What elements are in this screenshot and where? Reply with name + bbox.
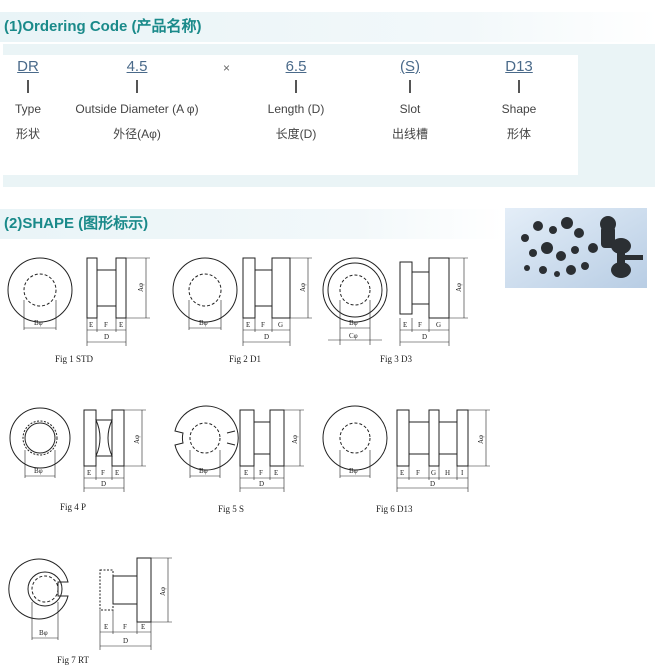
shape-heading: (2)SHAPE (图形标示) <box>0 209 504 239</box>
dim-label: Aφ <box>477 435 485 444</box>
dim-label: D <box>104 333 109 341</box>
code-connector <box>27 80 29 93</box>
code-connector <box>409 80 411 93</box>
ordering-code-heading: (1)Ordering Code (产品名称) <box>0 12 655 42</box>
dim-label: Aφ <box>159 587 167 596</box>
dim-label: F <box>261 321 265 329</box>
dim-label: Aφ <box>455 283 463 292</box>
code-column-length: 6.5 Length (D) 长度(D) <box>216 55 376 142</box>
figure-6-d13 <box>322 405 490 492</box>
dim-label: Cφ <box>349 332 358 340</box>
dim-label: G <box>436 321 441 329</box>
dim-label: D <box>430 480 435 488</box>
figure-caption: Fig 1 STD <box>55 354 94 364</box>
dim-label: E <box>115 469 119 477</box>
dim-label: Bφ <box>199 319 208 327</box>
dim-label: Bφ <box>34 319 43 327</box>
dim-label: Bφ <box>349 467 358 475</box>
figure-caption: Fig 3 D3 <box>380 354 413 364</box>
figure-caption: Fig 7 RT <box>57 655 89 665</box>
dim-label: D <box>259 480 264 488</box>
dim-label: D <box>101 480 106 488</box>
figure-5-s <box>174 405 304 492</box>
code-value: D13 <box>505 58 533 75</box>
dim-label: F <box>101 469 105 477</box>
code-column-slot: (S) Slot 出线槽 <box>330 55 490 142</box>
dim-label: E <box>403 321 407 329</box>
dim-label: Bφ <box>199 467 208 475</box>
dim-label: D <box>422 333 427 341</box>
dim-label: E <box>244 469 248 477</box>
dim-label: E <box>87 469 91 477</box>
code-label-en: Shape <box>501 102 537 116</box>
dim-label: I <box>461 469 464 477</box>
dim-label: E <box>246 321 250 329</box>
code-column-type: DR Type 形状 <box>0 55 108 142</box>
code-value: (S) <box>400 58 420 75</box>
code-connector <box>518 80 520 93</box>
dim-label: G <box>278 321 283 329</box>
figure-2-d1 <box>172 257 312 346</box>
dim-label: E <box>274 469 278 477</box>
dim-label: Aφ <box>291 435 299 444</box>
dim-label: D <box>123 637 128 645</box>
dim-label: F <box>259 469 263 477</box>
dim-label: F <box>418 321 422 329</box>
dim-label: E <box>89 321 93 329</box>
dim-label: Bφ <box>39 629 48 637</box>
code-column-diameter: 4.5 Outside Diameter (A φ) 外径(Aφ) <box>57 55 217 142</box>
dim-label: D <box>264 333 269 341</box>
dim-label: F <box>416 469 420 477</box>
ferrite-cores-photo <box>505 208 647 288</box>
code-label-en: Outside Diameter (A φ) <box>75 102 199 116</box>
code-label-cn: 出线槽 <box>391 127 428 141</box>
code-label-en: Length (D) <box>267 102 325 116</box>
code-value: DR <box>17 58 39 75</box>
code-label-cn: 长度(D) <box>275 127 317 141</box>
figure-caption: Fig 4 P <box>60 502 86 512</box>
dim-label: Aφ <box>133 435 141 444</box>
ordering-code-box: DR Type 形状 4.5 Outside Diameter (A φ) 外径… <box>3 55 578 175</box>
dim-label: E <box>400 469 404 477</box>
times-separator: × <box>223 61 231 75</box>
dim-label: F <box>104 321 108 329</box>
figure-4-p <box>9 407 146 492</box>
figure-caption: Fig 6 D13 <box>376 504 413 514</box>
dim-label: H <box>445 469 450 477</box>
code-label-cn: 外径(Aφ) <box>113 127 161 141</box>
code-connector <box>136 80 138 93</box>
figure-7-rt <box>8 557 172 650</box>
code-label-en: Slot <box>399 102 421 116</box>
figure-caption: Fig 2 D1 <box>229 354 261 364</box>
figure-1-std <box>7 257 150 346</box>
code-label-cn: 形体 <box>506 127 531 141</box>
code-column-shape: D13 Shape 形体 <box>439 55 599 142</box>
dim-label: Aφ <box>299 283 307 292</box>
dim-label: E <box>119 321 123 329</box>
dim-label: Aφ <box>137 283 145 292</box>
figure-caption: Fig 5 S <box>218 504 244 514</box>
dim-label: E <box>104 623 108 631</box>
dim-label: E <box>141 623 145 631</box>
code-label-cn: 形状 <box>15 127 40 141</box>
figure-3-d3 <box>322 257 468 346</box>
code-label-en: Type <box>14 102 41 116</box>
dim-label: F <box>123 623 127 631</box>
code-value: 6.5 <box>285 58 307 75</box>
dim-label: Bφ <box>34 467 43 475</box>
code-value: 4.5 <box>126 58 148 75</box>
dim-label: Bφ <box>349 319 358 327</box>
code-connector <box>295 80 297 93</box>
dim-label: G <box>431 469 436 477</box>
